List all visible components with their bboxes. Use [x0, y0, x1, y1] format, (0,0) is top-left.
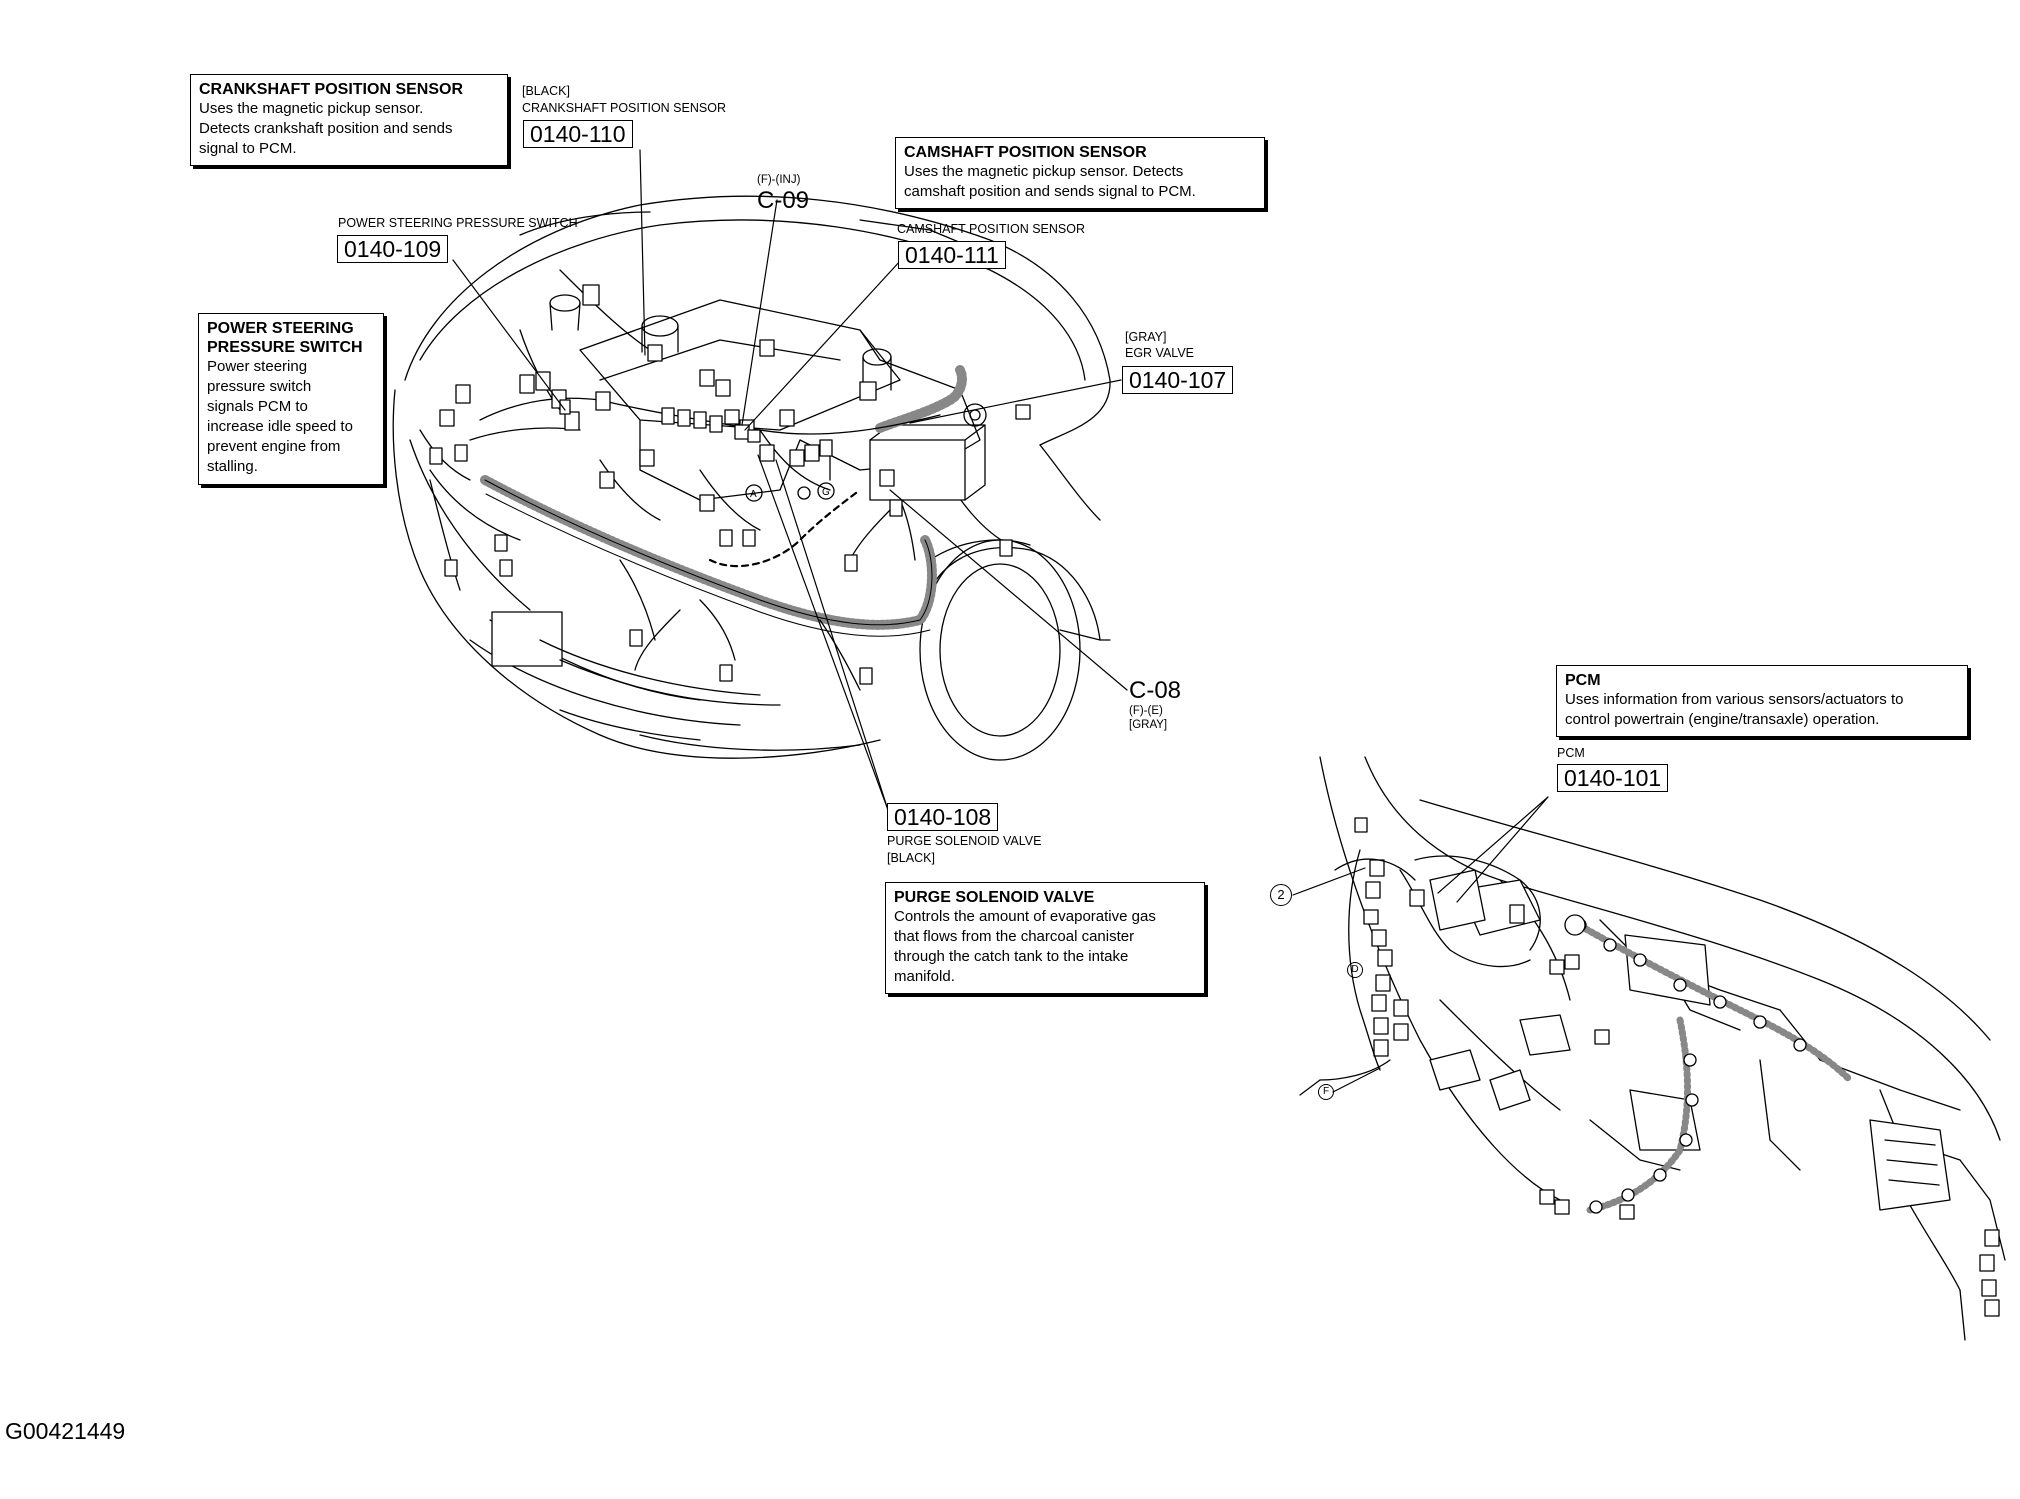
- callout-line: Uses information from various sensors/ac…: [1565, 691, 1904, 708]
- callout-line: camshaft position and sends signal to PC…: [904, 183, 1196, 200]
- egr-name-label: EGR VALVE: [1125, 346, 1195, 360]
- callout-purge-solenoid-valve: PURGE SOLENOID VALVE Controls the amount…: [885, 882, 1205, 994]
- callout-title: CAMSHAFT POSITION SENSOR: [904, 144, 1147, 161]
- callout-line: pressure switch: [207, 378, 312, 395]
- callout-title: PRESSURE SWITCH: [207, 339, 363, 356]
- callout-title: CRANKSHAFT POSITION SENSOR: [199, 81, 464, 98]
- callout-title: POWER STEERING: [207, 320, 354, 337]
- callout-line: through the catch tank to the intake: [894, 948, 1129, 965]
- ckp-color-label: [BLACK]: [522, 84, 570, 98]
- svg-text:A: A: [750, 489, 757, 500]
- callout-crankshaft-sensor: CRANKSHAFT POSITION SENSOR Uses the magn…: [190, 74, 508, 166]
- ckp-code: 0140-110: [523, 120, 633, 148]
- callout-pcm: PCM Uses information from various sensor…: [1556, 665, 1968, 737]
- callout-line: increase idle speed to: [207, 418, 353, 435]
- callout-line: Uses the magnetic pickup sensor. Detects: [904, 163, 1184, 180]
- callout-line: Detects crankshaft position and sends: [199, 120, 453, 137]
- callout-line: stalling.: [207, 458, 258, 475]
- psp-code: 0140-109: [337, 235, 449, 263]
- callout-title: PCM: [1565, 672, 1601, 689]
- callout-line: signal to PCM.: [199, 140, 297, 157]
- callout-line: control powertrain (engine/transaxle) op…: [1565, 711, 1880, 728]
- engine-compartment-drawing: A G: [392, 195, 1111, 761]
- callout-line: signals PCM to: [207, 398, 308, 415]
- figure-id: G00421449: [5, 1418, 126, 1444]
- egr-code: 0140-107: [1122, 366, 1234, 394]
- c09-sub-label: (F)-(INJ): [757, 174, 801, 186]
- marker-d: D: [1347, 962, 1363, 978]
- cmp-name-label: CAMSHAFT POSITION SENSOR: [897, 222, 1085, 236]
- dashboard-drawing: [1299, 756, 2006, 1341]
- callout-line: that flows from the charcoal canister: [894, 928, 1135, 945]
- marker-2: 2: [1270, 884, 1292, 906]
- purge-name-label: PURGE SOLENOID VALVE: [887, 834, 1042, 848]
- svg-text:G: G: [822, 487, 830, 498]
- callout-camshaft-sensor: CAMSHAFT POSITION SENSOR Uses the magnet…: [895, 137, 1265, 209]
- marker-f: F: [1318, 1084, 1334, 1100]
- c08-sub-label: (F)-(E): [1129, 705, 1163, 717]
- cmp-code: 0140-111: [898, 241, 1006, 269]
- callout-power-steering-switch: POWER STEERING PRESSURE SWITCH Power ste…: [198, 313, 384, 485]
- leader-lines-dash: [1292, 796, 1549, 1093]
- callout-line: prevent engine from: [207, 438, 341, 455]
- pcm-name-label: PCM: [1557, 746, 1585, 760]
- callout-line: Controls the amount of evaporative gas: [894, 908, 1156, 925]
- callout-line: Power steering: [207, 358, 308, 375]
- callout-line: Uses the magnetic pickup sensor.: [199, 100, 424, 117]
- purge-color-label: [BLACK]: [887, 851, 935, 865]
- psp-name-label: POWER STEERING PRESSURE SWITCH: [338, 216, 578, 230]
- pcm-code: 0140-101: [1557, 764, 1669, 792]
- purge-code: 0140-108: [887, 803, 999, 831]
- c09-code: C-09: [757, 187, 810, 214]
- ckp-name-label: CRANKSHAFT POSITION SENSOR: [522, 101, 726, 115]
- egr-color-label: [GRAY]: [1125, 330, 1167, 344]
- c08-color-label: [GRAY]: [1129, 719, 1168, 731]
- leader-lines: [452, 149, 1128, 811]
- c08-code: C-08: [1129, 677, 1182, 704]
- callout-title: PURGE SOLENOID VALVE: [894, 889, 1095, 906]
- callout-line: manifold.: [894, 968, 955, 985]
